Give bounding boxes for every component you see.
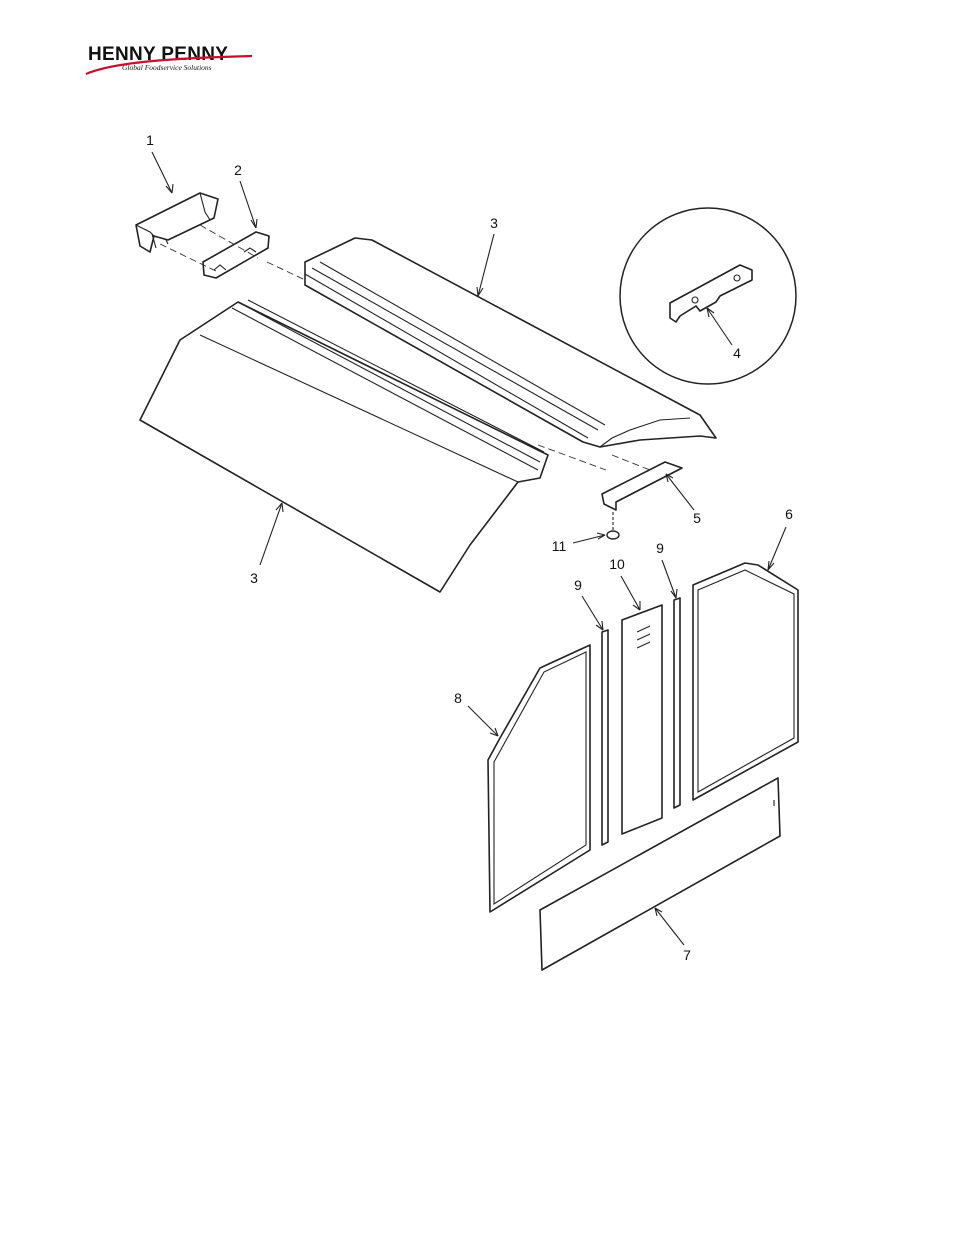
svg-text:11: 11 — [552, 538, 567, 554]
part-5-bracket — [601, 461, 683, 511]
svg-text:9: 9 — [574, 577, 582, 593]
part-6-side-panel — [692, 562, 799, 801]
part-9-strip-left — [601, 629, 609, 846]
svg-text:7: 7 — [683, 947, 691, 963]
callout-9-left: 9 — [574, 577, 604, 631]
callout-3-lower: 3 — [250, 502, 284, 586]
part-10-vent-panel — [621, 604, 663, 835]
logo-wordmark: HENNY PENNY — [88, 44, 228, 65]
svg-text:6: 6 — [785, 506, 793, 522]
part-3-upper-cover — [304, 237, 717, 448]
callout-5: 5 — [665, 473, 701, 526]
svg-text:10: 10 — [609, 556, 625, 572]
callout-9-right: 9 — [656, 540, 678, 599]
part-1-bracket — [135, 192, 219, 253]
callout-11: 11 — [552, 532, 606, 554]
svg-text:9: 9 — [656, 540, 664, 556]
part-9-strip-right — [673, 597, 681, 809]
callout-1: 1 — [146, 132, 174, 194]
svg-text:3: 3 — [490, 215, 498, 231]
henny-penny-logo: HENNY PENNY Global Foodservice Solutions — [84, 44, 254, 76]
svg-text:4: 4 — [733, 345, 741, 361]
callout-6: 6 — [767, 506, 793, 571]
logo-tagline: Global Foodservice Solutions — [122, 63, 212, 72]
svg-text:1: 1 — [146, 132, 154, 148]
callout-8: 8 — [454, 690, 499, 737]
callout-3-upper: 3 — [476, 215, 498, 297]
svg-text:5: 5 — [693, 510, 701, 526]
svg-text:3: 3 — [250, 570, 258, 586]
part-7-base-strip — [539, 777, 781, 971]
part-3-lower-panel — [139, 299, 549, 593]
svg-text:2: 2 — [234, 162, 242, 178]
callout-10: 10 — [609, 556, 641, 611]
part-2-plate — [202, 231, 270, 279]
callout-7: 7 — [654, 907, 691, 963]
part-4-inset-detail — [619, 207, 797, 385]
svg-text:8: 8 — [454, 690, 462, 706]
logo-swoosh — [85, 54, 253, 76]
callout-4: 4 — [706, 307, 741, 361]
part-11-nut — [606, 512, 620, 540]
part-8-side-panel — [487, 644, 591, 913]
callout-2: 2 — [234, 162, 258, 229]
